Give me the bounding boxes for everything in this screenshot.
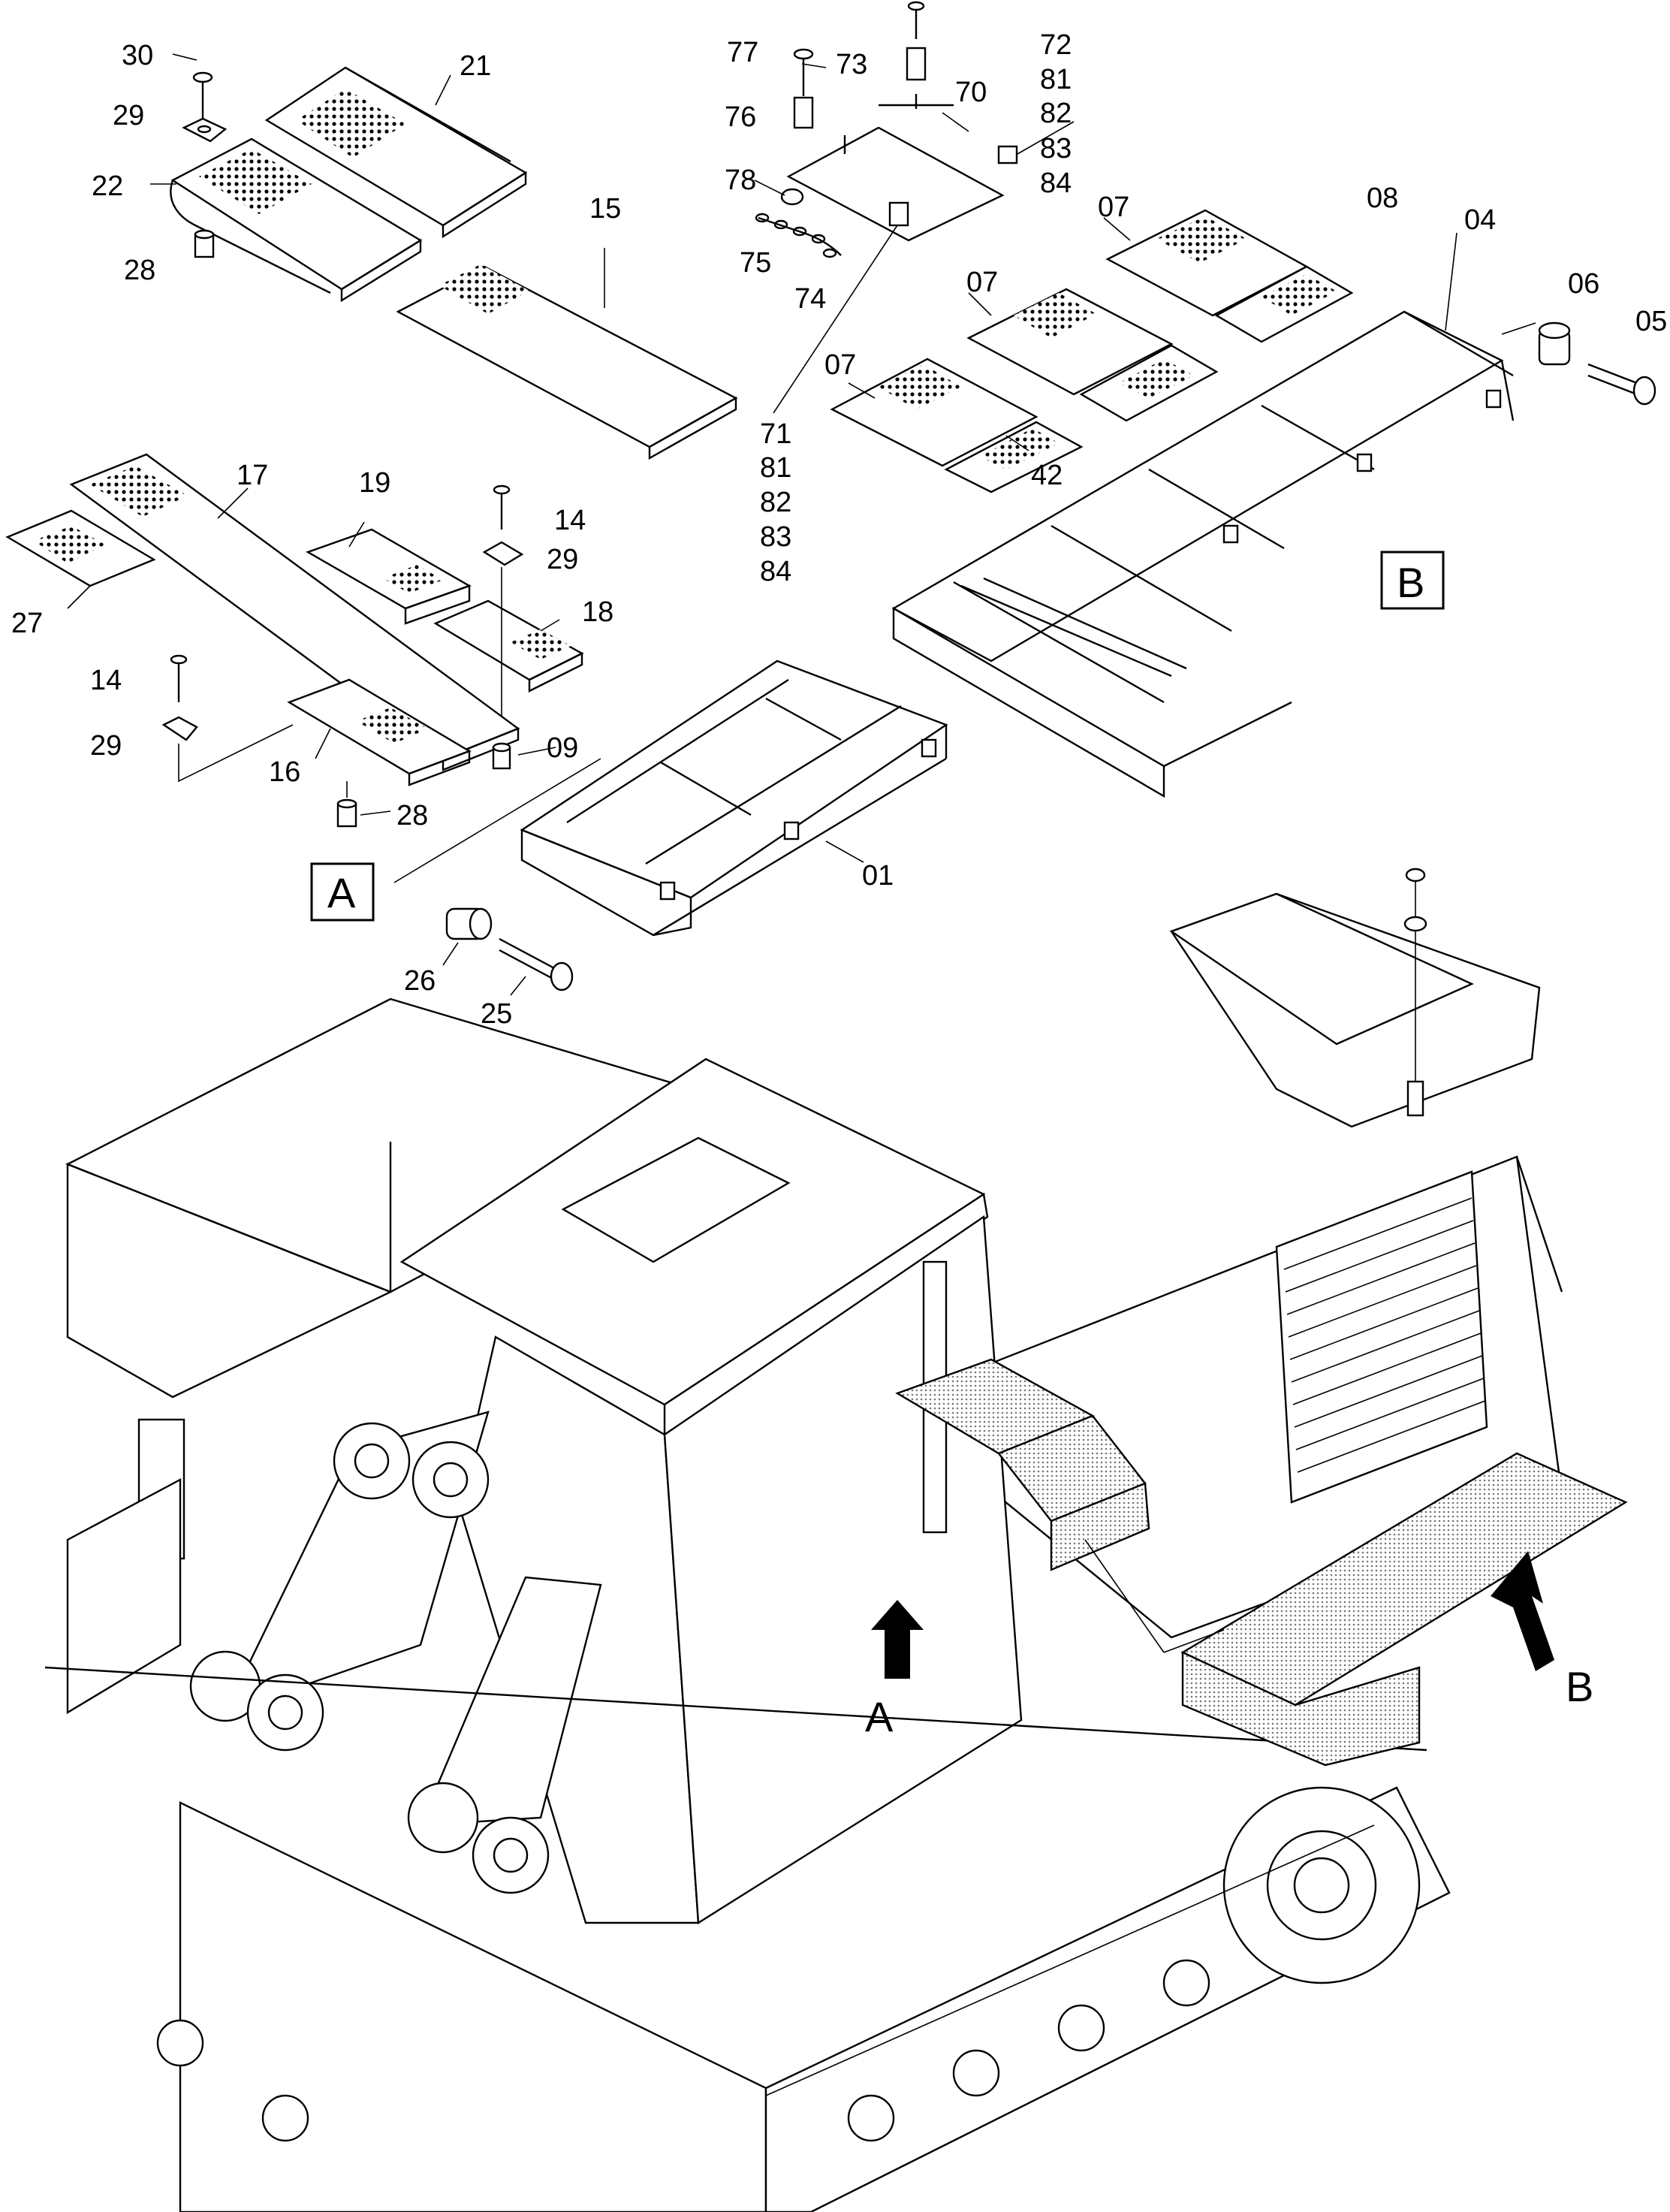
label-81-lower: 81 xyxy=(760,452,791,484)
panel-15-group xyxy=(396,248,738,460)
bolt-77 xyxy=(793,48,814,129)
label-28: 28 xyxy=(124,255,155,286)
machine-body xyxy=(65,892,1563,1925)
label-19: 19 xyxy=(359,467,390,499)
label-84-upper: 84 xyxy=(1040,167,1072,199)
bolt-14-upper xyxy=(493,484,511,530)
washer-29-lower xyxy=(161,716,198,741)
chain-75 xyxy=(755,213,842,258)
label-83-upper: 83 xyxy=(1040,133,1072,164)
spacer-28-top xyxy=(194,229,215,258)
frame-01 xyxy=(520,659,948,937)
label-81-upper: 81 xyxy=(1040,64,1072,95)
arrow-b-label: B xyxy=(1566,1663,1593,1710)
label-17: 17 xyxy=(237,460,268,491)
cover-70-group xyxy=(786,94,1018,242)
label-76: 76 xyxy=(725,101,756,133)
bolt-05 xyxy=(1587,363,1656,406)
step-location-a-shading xyxy=(895,1358,1150,1571)
panel-18 xyxy=(433,599,584,693)
label-06: 06 xyxy=(1568,268,1599,300)
label-04: 04 xyxy=(1464,204,1496,236)
spacer-26 xyxy=(445,907,493,940)
label-77: 77 xyxy=(727,37,758,68)
view-box-b-label: B xyxy=(1397,559,1424,606)
label-73: 73 xyxy=(836,49,867,80)
bolt-72 xyxy=(906,1,927,81)
label-29-upper: 29 xyxy=(547,544,578,575)
bolt-14-lower xyxy=(170,654,188,702)
label-14-lower: 14 xyxy=(90,665,122,696)
view-box-a-label: A xyxy=(327,869,356,916)
spacer-06 xyxy=(1538,321,1571,366)
label-70: 70 xyxy=(955,77,987,108)
view-box-b xyxy=(1380,551,1445,610)
panel-16 xyxy=(287,678,472,786)
label-05: 05 xyxy=(1635,306,1667,337)
label-21: 21 xyxy=(460,50,491,82)
label-07-mid: 07 xyxy=(966,267,998,298)
label-14-upper: 14 xyxy=(554,505,586,536)
label-25: 25 xyxy=(481,998,512,1030)
label-15: 15 xyxy=(589,193,621,225)
label-29: 29 xyxy=(113,100,144,131)
bolt-30 xyxy=(192,71,213,120)
label-78: 78 xyxy=(725,164,756,196)
label-83-lower: 83 xyxy=(760,521,791,553)
hood-fastener-stack xyxy=(1403,868,1427,1117)
panel-27 xyxy=(5,509,156,587)
arrow-a-label: A xyxy=(865,1693,894,1740)
label-16: 16 xyxy=(269,756,300,788)
label-26: 26 xyxy=(404,965,436,997)
panels-07-08-42 xyxy=(830,209,1354,493)
spacer-09 xyxy=(492,742,511,770)
bolt-25 xyxy=(499,937,574,991)
label-09: 09 xyxy=(547,732,578,764)
panel-21-group xyxy=(264,66,528,239)
track-shoes xyxy=(765,1824,1375,2096)
nut-78 xyxy=(780,188,804,206)
label-29-lower: 29 xyxy=(90,730,122,762)
arrow-b xyxy=(1491,1551,1554,1671)
label-42: 42 xyxy=(1031,460,1063,491)
label-28-lower: 28 xyxy=(396,800,428,831)
frame-04 xyxy=(891,310,1515,798)
washer-29-upper xyxy=(482,541,524,566)
label-18: 18 xyxy=(582,596,613,628)
label-82-upper: 82 xyxy=(1040,98,1072,129)
label-22: 22 xyxy=(92,171,123,202)
label-72: 72 xyxy=(1040,29,1072,61)
track-assembly xyxy=(44,1478,1451,2212)
label-07-top: 07 xyxy=(1098,192,1129,223)
louvre-lines xyxy=(1283,1197,1486,1473)
step-location-b-shading xyxy=(1180,1452,1628,1767)
label-84-lower: 84 xyxy=(760,556,791,587)
label-01: 01 xyxy=(862,860,894,892)
label-08: 08 xyxy=(1367,183,1398,214)
part-labels: 30 21 29 22 28 15 77 73 72 81 82 83 84 7… xyxy=(11,29,1667,1740)
label-71: 71 xyxy=(760,418,791,450)
arrow-a xyxy=(871,1600,924,1679)
label-74: 74 xyxy=(794,283,826,315)
label-82-lower: 82 xyxy=(760,487,791,518)
washer-29-top xyxy=(182,117,228,143)
leader-lines xyxy=(67,53,1457,996)
view-box-a xyxy=(310,862,375,922)
panel-17 xyxy=(69,453,520,771)
label-07-low: 07 xyxy=(824,349,856,381)
panel-19 xyxy=(306,528,472,625)
panel-22-group xyxy=(170,137,423,303)
label-75: 75 xyxy=(740,247,771,279)
label-30: 30 xyxy=(122,40,153,71)
label-27: 27 xyxy=(11,608,43,639)
spacer-28-lower xyxy=(336,798,357,828)
